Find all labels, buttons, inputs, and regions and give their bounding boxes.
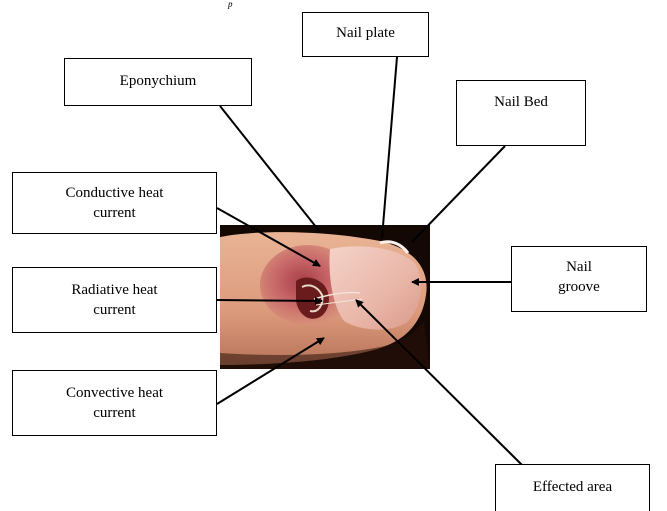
conductive-heat-line1: Conductive heat <box>17 183 212 203</box>
eponychium-leader <box>220 106 320 232</box>
convective-heat-label: Convective heat current <box>12 370 217 436</box>
conductive-heat-label: Conductive heat current <box>12 172 217 234</box>
convective-heat-line2: current <box>17 403 212 423</box>
effected-area-text: Effected area <box>500 477 645 497</box>
radiative-heat-line1: Radiative heat <box>17 280 212 300</box>
conductive-leader <box>217 208 320 266</box>
conductive-heat-line2: current <box>17 203 212 223</box>
convective-heat-line1: Convective heat <box>17 383 212 403</box>
nail-bed-leader <box>412 146 505 242</box>
eponychium-label: Eponychium <box>64 58 252 106</box>
nail-plate-leader <box>382 57 397 238</box>
nail-bed-text: Nail Bed <box>461 92 581 112</box>
effected-area-leader <box>356 300 522 465</box>
nail-plate-label: Nail plate <box>302 12 429 57</box>
radiative-leader <box>217 300 322 301</box>
nail-groove-line2: groove <box>516 277 642 297</box>
radiative-heat-line2: current <box>17 300 212 320</box>
nail-groove-label: Nail groove <box>511 246 647 312</box>
nail-groove-line1: Nail <box>516 257 642 277</box>
eponychium-text: Eponychium <box>69 71 247 91</box>
effected-area-label: Effected area <box>495 464 650 511</box>
radiative-heat-label: Radiative heat current <box>12 267 217 333</box>
nail-bed-label: Nail Bed <box>456 80 586 146</box>
nail-plate-text: Nail plate <box>307 23 424 43</box>
convective-leader <box>217 338 324 404</box>
